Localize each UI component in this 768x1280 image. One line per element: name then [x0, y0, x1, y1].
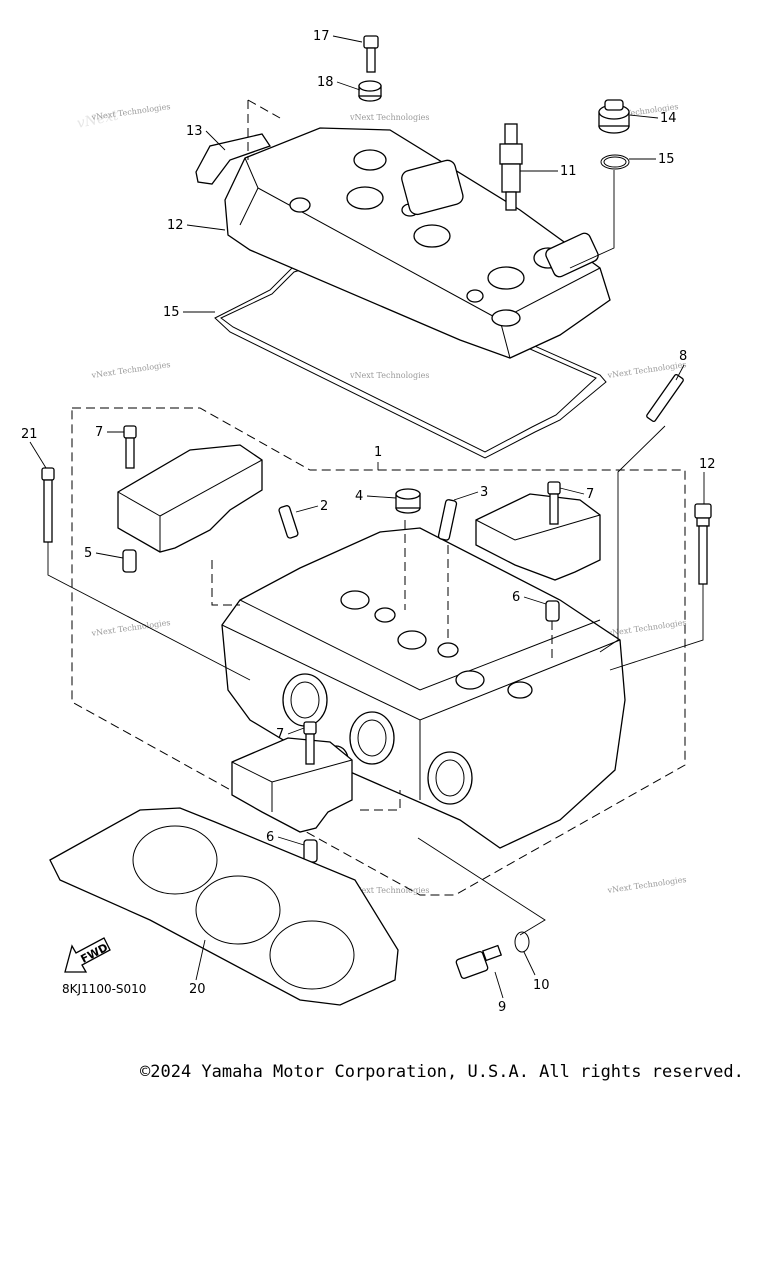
callout-label: 13	[186, 124, 203, 139]
watermark-text: vNext Technologies	[90, 360, 171, 380]
washer-10	[514, 931, 530, 953]
valve-guide-2	[278, 505, 299, 539]
cylinder-head	[221, 527, 626, 849]
callout-label: 7	[586, 487, 594, 502]
camshaft-cap-left	[117, 444, 263, 553]
temperature-sensor	[455, 944, 503, 979]
callout-label: 7	[276, 727, 284, 742]
callout-label: 15	[163, 305, 180, 320]
forward-arrow-icon: FWD	[64, 937, 111, 973]
valve-pockets	[340, 590, 533, 699]
callout-label: 3	[480, 485, 488, 500]
callout-label: 6	[512, 590, 520, 605]
spark-plug	[499, 123, 523, 211]
assembly-dashed-boundary	[71, 407, 686, 896]
camshaft-cap-lower	[231, 737, 353, 833]
callout-label: 1	[374, 445, 382, 460]
callout-label: 21	[21, 427, 38, 442]
exploded-parts-diagram: vNext vNext Technologies vNext Technolog…	[21, 29, 716, 1015]
callout-label: 4	[355, 489, 363, 504]
watermark-text: vNext Technologies	[349, 886, 429, 895]
o-ring-17	[600, 154, 630, 170]
callout-label: 11	[560, 164, 577, 179]
callout-label: 9	[498, 1000, 506, 1015]
filler-cap	[598, 99, 630, 134]
bolt-21	[41, 467, 55, 543]
watermark-text: vNext Technologies	[90, 618, 171, 638]
dowel-pin-6-right	[545, 600, 560, 622]
bolt-7-lower	[303, 721, 317, 765]
callout-label: 12	[167, 218, 184, 233]
valve-guide-3	[437, 499, 458, 541]
callout-label: 20	[189, 982, 206, 997]
callout-label: 14	[660, 111, 677, 126]
callout-label: 8	[679, 349, 687, 364]
dowel-pin-6-lower	[303, 839, 318, 863]
callout-label: 6	[266, 830, 274, 845]
callout-label: 7	[95, 425, 103, 440]
callout-label: 18	[317, 75, 334, 90]
watermark-text: vNext Technologies	[349, 371, 429, 380]
cylinder-head-gasket	[49, 807, 399, 1006]
watermark-text: vNext Technologies	[349, 113, 429, 122]
callout-label: 10	[533, 978, 550, 993]
stud-8	[646, 373, 684, 423]
callout-label: 5	[84, 546, 92, 561]
diagram-code: 8KJ1100-S010	[62, 982, 146, 996]
cover-bosses	[289, 149, 599, 327]
copyright-notice: ©2024 Yamaha Motor Corporation, U.S.A. A…	[140, 1062, 744, 1082]
watermark-text: vNext Technologies	[606, 875, 687, 895]
bolt-18	[363, 35, 379, 73]
bolt-7-upper-left	[123, 425, 137, 469]
callout-label: 17	[313, 29, 330, 44]
callouts: 17 18 13 14 11 15 12 14 15 8 21 7 1 12 4…	[21, 29, 716, 1015]
callout-label: 12	[699, 457, 716, 472]
callout-label: 2	[320, 499, 328, 514]
grommet-19	[358, 80, 382, 102]
bolt-12	[694, 503, 712, 585]
bolt-7-right	[547, 481, 561, 525]
cover-gasket	[214, 254, 607, 459]
callout-label: 15	[658, 152, 675, 167]
watermark-text: vNext Technologies	[90, 102, 171, 122]
dowel-pin-5	[122, 549, 137, 573]
seal-4	[395, 488, 421, 514]
